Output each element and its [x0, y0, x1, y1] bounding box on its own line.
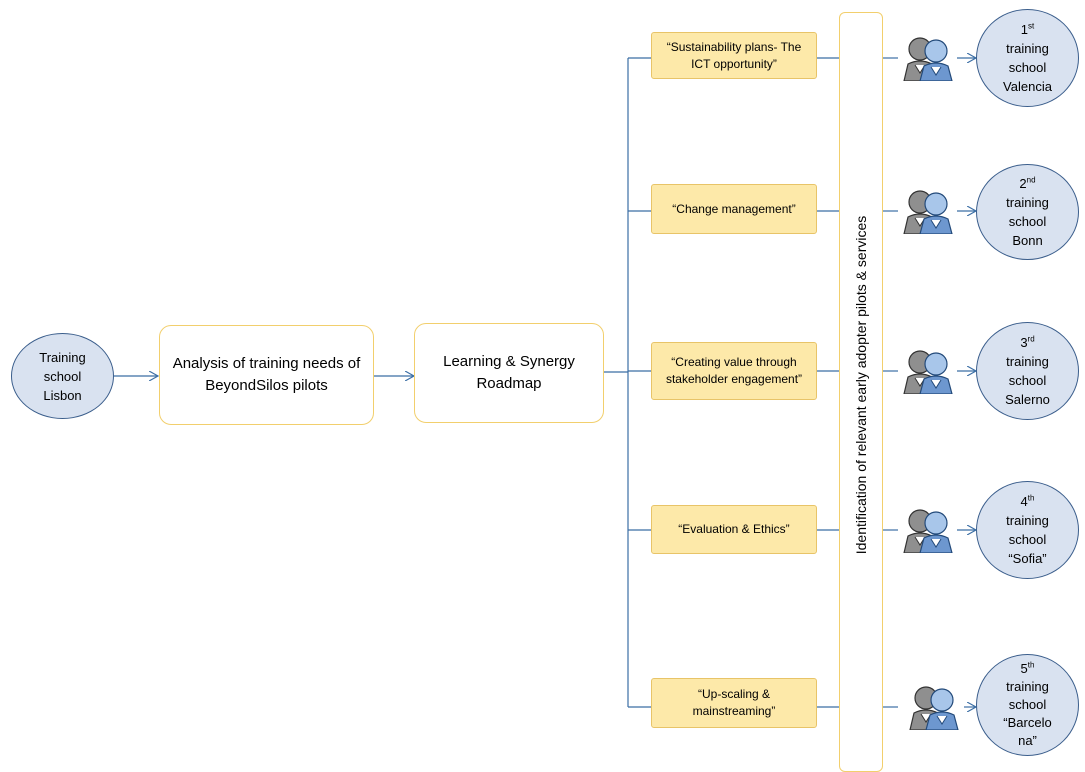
topic-sustainability: “Sustainability plans- The ICT opportuni… — [651, 32, 817, 79]
analysis-label: Analysis of training needs of BeyondSilo… — [172, 355, 361, 394]
people-icon — [900, 348, 956, 395]
identification-label: Identification of relevant early adopter… — [853, 215, 869, 555]
school-salerno: 3rd training school Salerno — [976, 322, 1079, 420]
topic-change: “Change management” — [651, 184, 817, 234]
box-analysis: Analysis of training needs of BeyondSilo… — [159, 325, 374, 425]
school-valencia: 1st training school Valencia — [976, 9, 1079, 107]
school-sofia: 4th training school “Sofia” — [976, 481, 1079, 579]
people-icon — [900, 35, 956, 82]
topic-upscaling: “Up-scaling & mainstreaming” — [651, 678, 817, 728]
people-icon — [900, 188, 956, 235]
people-icon — [900, 507, 956, 554]
topic-stakeholder: “Creating value through stakeholder enga… — [651, 342, 817, 400]
roadmap-label: Learning & Synergy Roadmap — [443, 353, 575, 392]
node-lisbon: Training school Lisbon — [11, 333, 114, 419]
box-roadmap: Learning & Synergy Roadmap — [414, 323, 604, 423]
people-icon — [906, 684, 962, 731]
school-bonn: 2nd training school Bonn — [976, 164, 1079, 260]
school-barcelona: 5th training school “Barcelo na” — [976, 654, 1079, 756]
topic-evaluation: “Evaluation & Ethics” — [651, 505, 817, 554]
identification-bar — [839, 12, 883, 772]
